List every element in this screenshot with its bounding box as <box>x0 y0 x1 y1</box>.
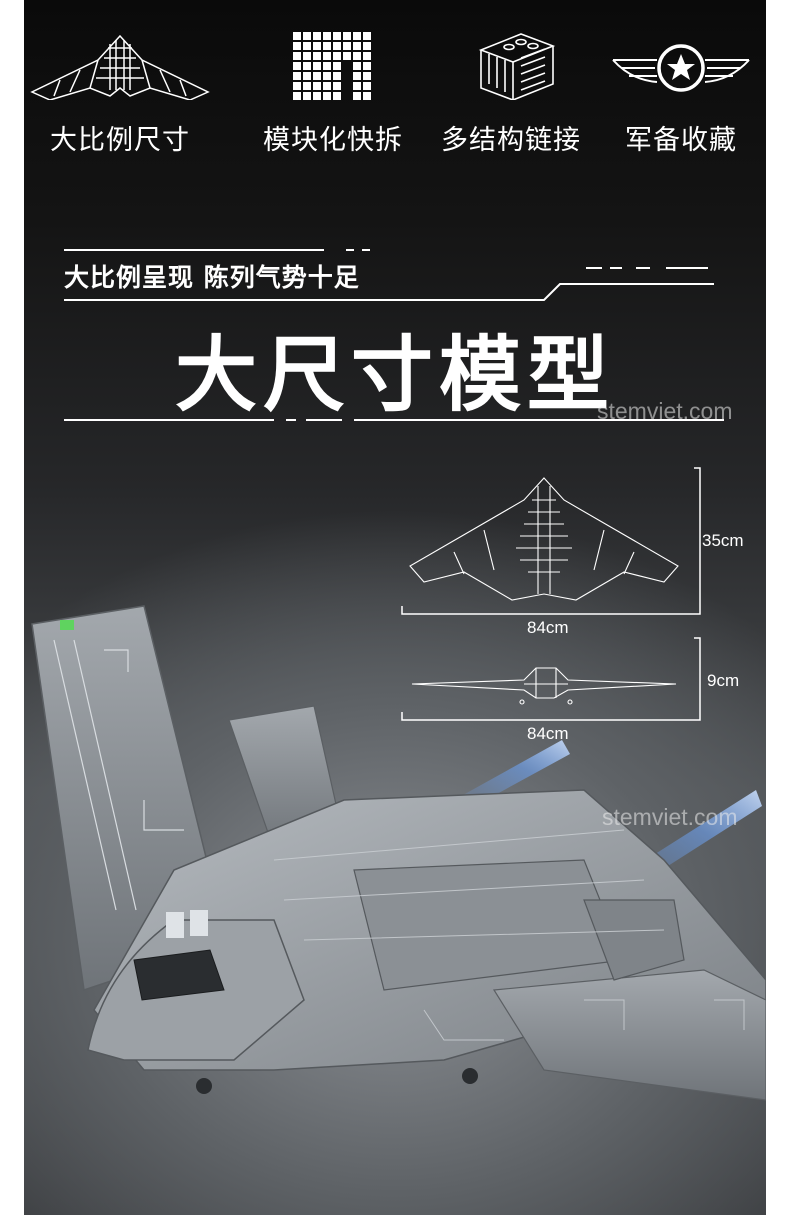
grid-cell <box>333 72 341 80</box>
grid-cell <box>303 32 311 40</box>
grid-cell <box>293 82 301 90</box>
grid-cell <box>323 32 331 40</box>
top-view-drawing <box>409 477 679 601</box>
grid-cell <box>353 42 361 50</box>
grid-cell <box>363 72 371 80</box>
side-height-dimension-label: 9cm <box>707 671 740 690</box>
grid-cell <box>333 82 341 90</box>
model-illustration <box>31 467 766 1101</box>
grid-cell <box>323 52 331 60</box>
grid-cell <box>303 72 311 80</box>
grid-cell <box>313 62 321 70</box>
feature-label: 军备收藏 <box>625 125 737 156</box>
grid-cell <box>363 62 371 70</box>
grid-cell <box>363 42 371 50</box>
feature-large-scale: 大比例尺寸 <box>30 30 210 157</box>
feature-label: 模块化快拆 <box>263 125 403 156</box>
grid-cell <box>323 72 331 80</box>
product-poster: 大比例尺寸 模块化快拆 多结构链接 <box>24 0 766 1215</box>
grid-cell <box>303 42 311 50</box>
brick-stack-icon <box>478 33 556 100</box>
cockpit-window <box>133 949 225 1001</box>
grid-cell <box>363 32 371 40</box>
grid-cell <box>343 52 351 60</box>
star-wings-emblem-icon <box>612 44 750 92</box>
grid-cell <box>333 42 341 50</box>
grid-cell <box>313 72 321 80</box>
right-wing <box>492 969 766 1101</box>
grid-cell <box>303 52 311 60</box>
indicator-brick <box>60 620 74 630</box>
grid-cell <box>303 82 311 90</box>
grid-cell <box>293 52 301 60</box>
grid-cell <box>333 62 341 70</box>
grid-cell <box>333 92 341 100</box>
grid-cell <box>293 72 301 80</box>
grid-cell <box>353 32 361 40</box>
grid-cell <box>323 82 331 90</box>
grid-cell <box>293 62 301 70</box>
grid-cell <box>313 32 321 40</box>
grid-cell <box>293 92 301 100</box>
side-view-dimension-lines <box>401 637 701 721</box>
feature-military-collection: 军备收藏 <box>591 30 766 157</box>
width-dimension-label: 84cm <box>527 618 569 637</box>
grid-cell <box>323 42 331 50</box>
landing-wheel <box>462 1068 478 1084</box>
grid-cell <box>323 62 331 70</box>
feature-label: 大比例尺寸 <box>50 125 190 156</box>
watermark: stemviet.com <box>602 804 738 830</box>
grid-cell <box>293 32 301 40</box>
grid-cell <box>363 52 371 60</box>
aircraft-outline-icon <box>30 34 210 100</box>
grid-cell <box>363 92 371 100</box>
grid-cell <box>313 42 321 50</box>
grid-cell <box>313 82 321 90</box>
feature-label: 多结构链接 <box>441 125 581 156</box>
subtitle: 大比例呈现 陈列气势十足 <box>64 263 360 292</box>
grid-cell <box>343 42 351 50</box>
grid-cell <box>323 92 331 100</box>
banner-divider-lines <box>64 249 724 421</box>
page-title: 大尺寸模型 <box>174 328 615 423</box>
grid-cell <box>333 32 341 40</box>
grid-cell <box>303 62 311 70</box>
grid-cell <box>363 82 371 90</box>
grid-cell <box>353 52 361 60</box>
grid-cell <box>303 92 311 100</box>
feature-multi-structure: 多结构链接 <box>421 30 601 157</box>
landing-wheel <box>196 1078 212 1094</box>
grid-cell <box>293 42 301 50</box>
grid-cell <box>353 92 361 100</box>
grid-cell <box>343 32 351 40</box>
nose-marking <box>166 910 208 938</box>
grid-cell <box>333 52 341 60</box>
side-width-dimension-label: 84cm <box>527 724 569 743</box>
top-view-dimension-lines <box>401 467 701 615</box>
grid-cell <box>313 52 321 60</box>
grid-cell <box>313 92 321 100</box>
engine-pod <box>583 899 685 981</box>
grid-cell <box>353 82 361 90</box>
grid-cell <box>353 62 361 70</box>
side-view-drawing <box>411 667 677 705</box>
height-dimension-label: 35cm <box>702 531 744 550</box>
watermark: stemviet.com <box>597 398 733 424</box>
grid-cell <box>353 72 361 80</box>
feature-modular: 模块化快拆 <box>243 30 423 157</box>
brick-grid-icon <box>293 32 371 100</box>
